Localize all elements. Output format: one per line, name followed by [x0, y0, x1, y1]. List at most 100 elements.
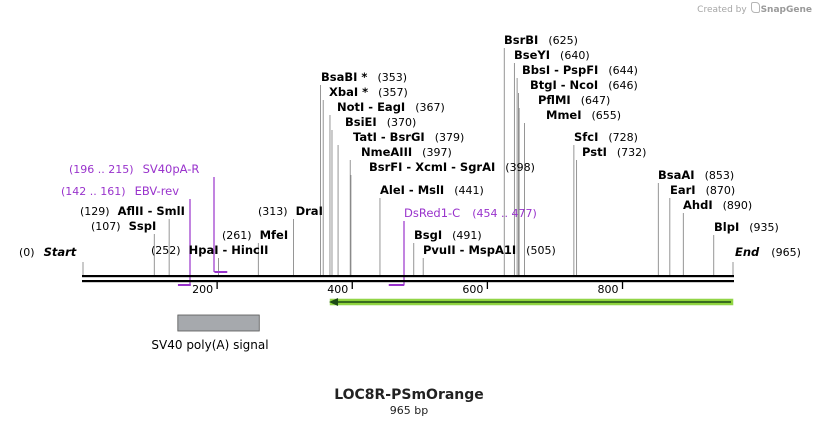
polyA-signal-feature	[177, 314, 260, 332]
map-title: LOC8R-PSmOrange	[334, 387, 484, 403]
primer-name: SV40pA-R	[143, 162, 200, 176]
site-name: BsrFI - XcmI - SgrAI	[369, 160, 495, 174]
backbone-top-strand	[82, 275, 734, 278]
site-position: (732)	[617, 146, 647, 159]
primer-label: DsRed1-C (454 .. 477)	[404, 206, 537, 220]
start-position: (0)	[19, 246, 35, 259]
site-name: BtgI - NcoI	[530, 78, 598, 92]
ruler-tick-label: 600	[462, 283, 483, 296]
ruler-tick-label: 200	[192, 283, 213, 296]
site-name: SfcI	[574, 130, 598, 144]
site-label: AhdI (890)	[683, 198, 752, 212]
site-label: BsrFI - XcmI - SgrAI (398)	[369, 160, 535, 174]
site-label: (252) HpaI - HincII	[151, 243, 268, 257]
site-position: (379)	[435, 131, 465, 144]
site-name: TatI - BsrGI	[353, 130, 425, 144]
site-label: PstI (732)	[582, 145, 646, 159]
site-name: BsiEI	[345, 115, 377, 129]
site-label: PflMI(647)	[538, 93, 610, 107]
site-label: NotI - EagI(367)	[337, 100, 445, 114]
site-name: XbaI *	[329, 85, 368, 99]
ruler-tick-label: 400	[327, 283, 348, 296]
site-name: BseYI	[514, 48, 550, 62]
watermark: Created by SnapGene	[697, 2, 812, 15]
primer-range: (454 .. 477)	[472, 207, 537, 220]
site-label: BsiEI(370)	[345, 115, 416, 129]
site-position: (505)	[526, 244, 556, 257]
site-name: HpaI - HincII	[189, 243, 269, 257]
polyA-signal-label: SV40 poly(A) signal	[151, 338, 268, 352]
primer-label: (142 .. 161)EBV-rev	[61, 184, 179, 198]
site-label: BsrBI (625)	[504, 33, 578, 47]
site-name: EarI	[670, 183, 696, 197]
site-name: PstI	[582, 145, 607, 159]
site-position: (728)	[608, 131, 638, 144]
site-name: BsrBI	[504, 33, 538, 47]
site-label: TatI - BsrGI (379)	[353, 130, 464, 144]
site-position: (252)	[151, 244, 181, 257]
site-position: (870)	[706, 184, 736, 197]
primer-name: DsRed1-C	[404, 206, 460, 220]
site-position: (646)	[608, 79, 638, 92]
site-position: (129)	[80, 205, 110, 218]
site-position: (357)	[378, 86, 408, 99]
end-labels: (0) Start End (965)	[19, 245, 801, 259]
end-name: End	[735, 245, 760, 259]
primer-label: (196 .. 215) SV40pA-R	[69, 162, 199, 176]
site-label: MmeI (655)	[546, 108, 621, 122]
snapgene-logo-icon	[750, 2, 760, 13]
site-label: BsgI(491)	[414, 228, 482, 242]
dna-backbone	[82, 275, 734, 283]
site-label: XbaI * (357)	[329, 85, 408, 99]
start-label: (0) Start	[19, 245, 77, 259]
site-position: (261)	[222, 229, 252, 242]
site-position: (398)	[505, 161, 535, 174]
site-leader-lines	[82, 48, 734, 285]
site-label: (261) MfeI	[222, 228, 288, 242]
watermark-brand: SnapGene	[760, 5, 812, 15]
site-name: AleI - MslI	[380, 183, 444, 197]
site-name: BbsI - PspFI	[522, 63, 598, 77]
ruler-tick-label: 800	[598, 283, 619, 296]
site-position: (655)	[592, 109, 622, 122]
site-label: BlpI (935)	[714, 220, 779, 234]
site-label: PvuII - MspA1I(505)	[423, 243, 556, 257]
site-label: NmeAIII (397)	[361, 145, 452, 159]
site-name: MfeI	[260, 228, 289, 242]
site-position: (853)	[705, 169, 735, 182]
site-name: AhdI	[683, 198, 713, 212]
site-name: BlpI	[714, 220, 739, 234]
site-position: (625)	[548, 34, 578, 47]
site-name: MmeI	[546, 108, 582, 122]
primer-range: (142 .. 161)	[61, 185, 126, 198]
site-label: AleI - MslI (441)	[380, 183, 484, 197]
site-position: (107)	[91, 220, 121, 233]
site-label: BsaAI (853)	[658, 168, 734, 182]
backbone-bottom-strand	[82, 280, 734, 283]
site-position: (890)	[723, 199, 753, 212]
site-position: (644)	[608, 64, 638, 77]
site-name: BsgI	[414, 228, 442, 242]
site-label: EarI (870)	[670, 183, 735, 197]
site-name: BsaAI	[658, 168, 695, 182]
site-label: BtgI - NcoI (646)	[530, 78, 638, 92]
site-position: (441)	[454, 184, 484, 197]
site-label: (313)DraI	[258, 204, 323, 218]
start-name: Start	[44, 245, 77, 259]
site-name: NmeAIII	[361, 145, 412, 159]
site-name: AflII - SmlI	[118, 204, 185, 218]
site-position: (397)	[422, 146, 452, 159]
site-position: (353)	[377, 71, 407, 84]
site-position: (935)	[749, 221, 779, 234]
site-position: (640)	[560, 49, 590, 62]
site-name: SspI	[129, 219, 157, 233]
site-labels: (107) SspI (129) AflII - SmlI (252) HpaI - Hi…	[61, 33, 779, 257]
site-label: BseYI (640)	[514, 48, 590, 62]
primer-range: (196 .. 215)	[69, 163, 134, 176]
end-label: End (965)	[735, 245, 801, 259]
site-name: BsaBI *	[321, 70, 367, 84]
ruler-ticks: 200 400 600 800	[192, 282, 624, 296]
end-position: (965)	[771, 246, 801, 259]
site-name: NotI - EagI	[337, 100, 405, 114]
